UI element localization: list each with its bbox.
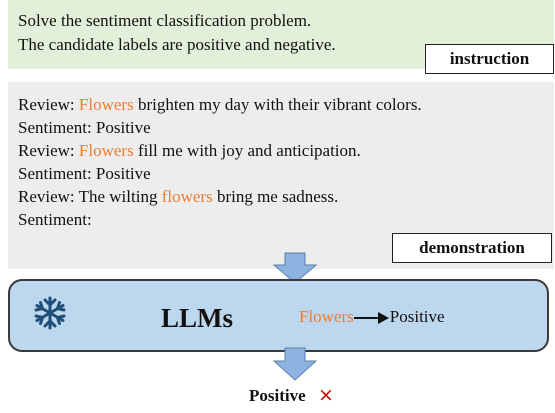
shortcut-to: Positive [389, 307, 445, 326]
demo-keyword-2: Flowers [78, 141, 134, 160]
right-arrow-icon [353, 312, 389, 325]
output-label: Positive [249, 386, 306, 405]
demo-review-2: Review: Flowers fill me with joy and ant… [18, 141, 361, 160]
down-arrow-icon [272, 252, 318, 284]
demo-sentiment-2: Sentiment: Positive [18, 164, 151, 183]
demo-query-sentiment: Sentiment: [18, 210, 92, 229]
demo-review-1: Review: Flowers brighten my day with the… [18, 95, 422, 114]
shortcut-from: Flowers [299, 307, 354, 326]
demonstration-tag: demonstration [392, 233, 552, 263]
wrong-mark-icon: × [318, 384, 334, 406]
demo-sentiment-1: Sentiment: Positive [18, 118, 151, 137]
llm-title: LLMs [161, 303, 234, 333]
instruction-tag: instruction [425, 44, 554, 74]
demo-keyword-1: Flowers [78, 95, 134, 114]
snowflake-icon [34, 296, 66, 330]
instruction-line-1: Solve the sentiment classification probl… [18, 11, 312, 30]
llm-box [8, 279, 549, 352]
demo-query-review: Review: The wilting flowers bring me sad… [18, 187, 339, 206]
instruction-line-2: The candidate labels are positive and ne… [18, 35, 336, 54]
shortcut-mapping: Flowers Positive [299, 303, 445, 331]
demo-query-keyword: flowers [161, 187, 213, 206]
down-arrow-icon-output [272, 347, 318, 381]
